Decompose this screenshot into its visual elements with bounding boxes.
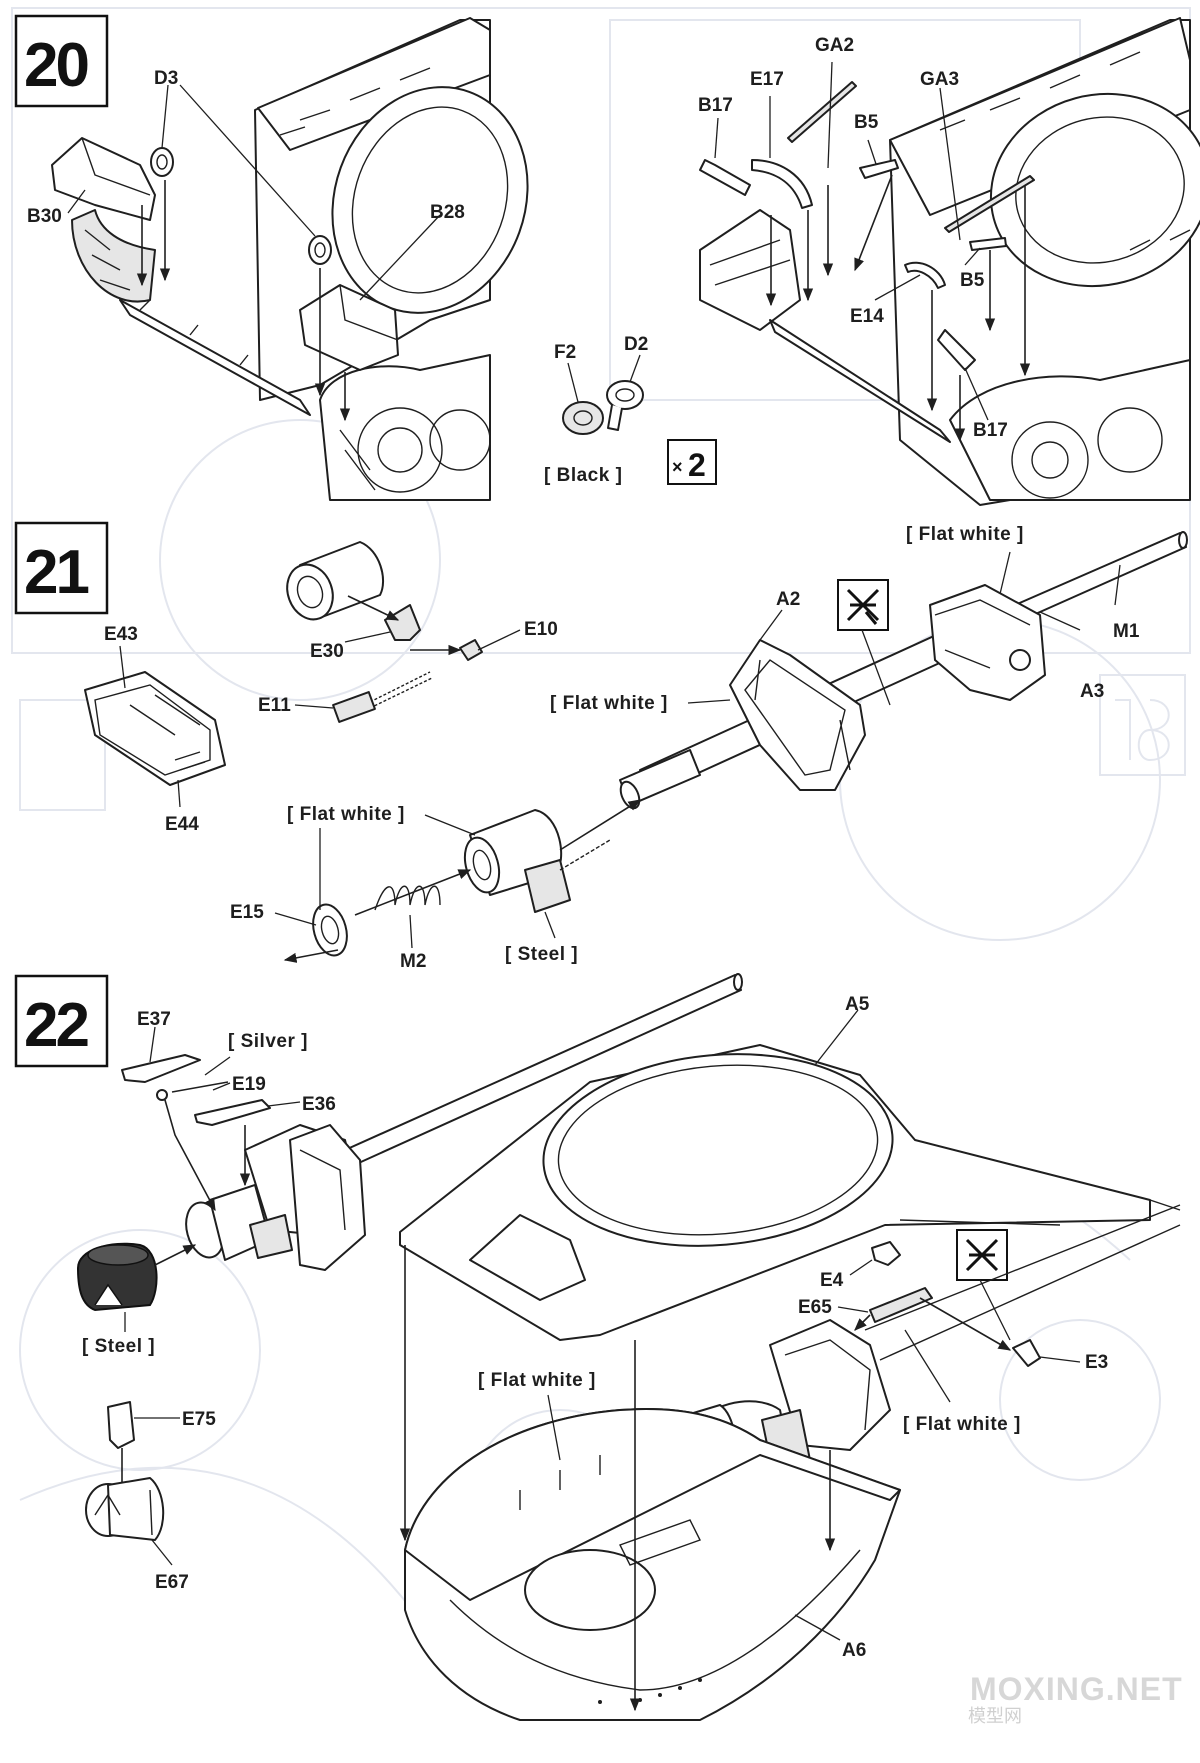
step-21-number: 21: [24, 538, 88, 607]
step-21: 21: [14, 521, 1188, 972]
part-e15: [312, 903, 348, 957]
part-e36: [194, 1099, 271, 1126]
part-f2: [562, 401, 604, 435]
label-e4: E4: [820, 1270, 844, 1291]
part-b17-low: [937, 329, 976, 371]
step-20-hull-right: [699, 17, 1200, 506]
part-b30: [51, 137, 156, 221]
part-cylinder: [286, 541, 385, 621]
paint-steel-22: [ Steel ]: [82, 1336, 155, 1357]
part-m2-spring: [374, 885, 441, 911]
part-e3: [1012, 1339, 1041, 1367]
label-b30: B30: [27, 206, 62, 227]
paint-flat-white-low: [ Flat white ]: [287, 804, 405, 825]
label-m2: M2: [400, 951, 426, 972]
part-b5-mid: [969, 237, 1007, 251]
label-e11: E11: [258, 695, 291, 716]
watermark-subtext: 模型网: [968, 1706, 1022, 1727]
label-e67: E67: [155, 1572, 189, 1593]
part-a3: [929, 584, 1046, 701]
label-e75: E75: [182, 1409, 216, 1430]
part-d3-a: [150, 147, 174, 177]
part-e14: [904, 261, 946, 289]
label-e15: E15: [230, 902, 264, 923]
label-d3: D3: [154, 68, 178, 89]
label-a6: A6: [842, 1640, 866, 1661]
label-e17: E17: [750, 69, 784, 90]
paint-silver: [ Silver ]: [228, 1031, 308, 1052]
label-d2: D2: [624, 334, 648, 355]
part-b5-top: [859, 159, 899, 179]
label-a3: A3: [1080, 681, 1104, 702]
label-a5: A5: [845, 994, 870, 1015]
label-e19: E19: [232, 1074, 266, 1095]
part-e19: [171, 1081, 229, 1093]
label-m1: M1: [1113, 621, 1140, 642]
label-b5-top: B5: [854, 112, 879, 133]
label-e30: E30: [310, 641, 344, 662]
part-e65: [869, 1287, 933, 1323]
label-ga2: GA2: [815, 35, 854, 56]
label-e3: E3: [1085, 1352, 1108, 1373]
multiplier-box: [667, 439, 717, 485]
part-b17-top: [699, 159, 751, 196]
no-glue-icon: [837, 579, 889, 631]
part-e10: [459, 639, 483, 661]
label-b17-top: B17: [698, 95, 733, 116]
part-e67: [85, 1477, 165, 1541]
part-e17: [751, 159, 813, 209]
multiplier-count: 2: [688, 447, 706, 483]
part-steel-cap: [76, 1242, 158, 1312]
part-breech: [463, 809, 611, 913]
label-e43: E43: [104, 624, 138, 645]
watermark-text: MOXING.NET: [970, 1671, 1183, 1707]
label-b17-low: B17: [973, 420, 1008, 441]
paint-black: [ Black ]: [544, 465, 622, 486]
label-f2: F2: [554, 342, 576, 363]
label-e36: E36: [302, 1094, 336, 1115]
step-22-box: [14, 974, 109, 1068]
label-b28: B28: [430, 202, 465, 223]
part-ga2: [787, 81, 857, 143]
part-a6-hull: [404, 1408, 901, 1721]
step-20-number: 20: [24, 31, 87, 100]
label-ga3: GA3: [920, 69, 959, 90]
step-22-number: 22: [24, 991, 87, 1060]
part-e37: [121, 1054, 201, 1083]
step-21-box: [14, 521, 109, 615]
paint-flat-white-left: [ Flat white ]: [478, 1370, 596, 1391]
part-e11: [369, 671, 433, 709]
part-e4: [871, 1241, 901, 1266]
label-b5-mid: B5: [960, 270, 985, 291]
paint-flat-white-mid: [ Flat white ]: [550, 693, 668, 714]
label-a2: A2: [776, 589, 800, 610]
no-glue-icon: [956, 1229, 1008, 1281]
part-e75: [107, 1401, 135, 1449]
paint-flat-white-right: [ Flat white ]: [903, 1414, 1021, 1435]
part-a5-roof: [399, 1044, 1181, 1341]
part-d2: [606, 380, 644, 431]
paint-steel-21: [ Steel ]: [505, 944, 578, 965]
label-e10: E10: [524, 619, 558, 640]
part-ga3: [944, 175, 1035, 233]
part-a2: [729, 639, 866, 791]
label-e44: E44: [165, 814, 199, 835]
label-e65: E65: [798, 1297, 832, 1318]
label-e37: E37: [137, 1009, 171, 1030]
label-e14: E14: [850, 306, 884, 327]
part-e30: [384, 604, 421, 641]
multiplier-sign: ×: [672, 457, 683, 477]
paint-flat-white-top: [ Flat white ]: [906, 524, 1024, 545]
step-22: 22 E37 [ Silver ] E19 E36: [14, 973, 1181, 1721]
step-20-box: [14, 14, 109, 108]
watermark: MOXING.NET 模型网: [968, 1671, 1183, 1727]
part-d3-b: [308, 235, 332, 265]
part-m1-barrel: [1014, 532, 1187, 621]
step-20: 20: [14, 14, 1200, 506]
assembled-gun-left: [185, 1124, 366, 1271]
part-e43-e44: [84, 671, 226, 786]
